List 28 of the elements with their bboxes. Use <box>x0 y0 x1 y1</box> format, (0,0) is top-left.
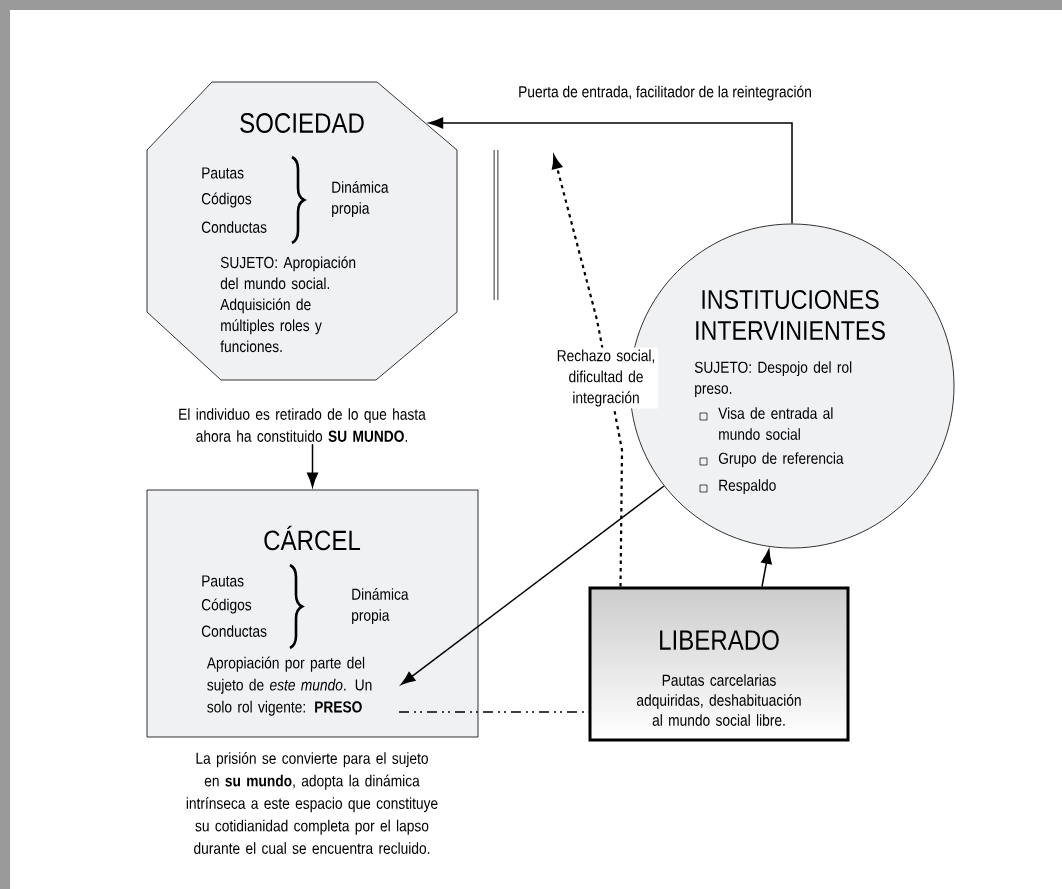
list-item: Grupo de referencia <box>718 452 844 468</box>
body-text: SUJETO: Apropiación del mundo social. Adquisición de múltiples roles y funciones. <box>220 256 356 353</box>
list-item: Respaldo <box>719 479 776 495</box>
node-title: LIBERADO <box>660 630 779 650</box>
list-item: Conductas <box>201 625 267 637</box>
list-item: Pautas <box>202 167 244 179</box>
list-item: Visa de entrada al mundo social <box>718 407 833 440</box>
body-text: Dinámica propia <box>352 587 409 625</box>
body-text: Pautas carcelarias adquiridas, deshabituación al mundo social libre. <box>637 674 801 726</box>
node-title: INSTITUCIONES INTERVINIENTES <box>696 289 885 341</box>
list-item: Pautas <box>202 575 244 587</box>
list-item: Códigos <box>201 598 252 614</box>
description-text: La prisión se convierte para el sujeto en su mundo, adopta la dinámica intrínseca a este espacio que constituye su cotidianidad completa por el lapso durante el cual se encuentra recluido. <box>186 752 438 854</box>
edge-label: Puerta de entrada, facilitador de la reintegración <box>519 85 811 101</box>
arrow <box>551 155 624 587</box>
arrow <box>400 485 665 685</box>
list-item: Códigos <box>201 192 252 208</box>
body-text: Dinámica propia <box>332 180 389 218</box>
arrow <box>428 117 793 225</box>
body-text: SUJETO: Despojo del rol preso. <box>694 361 852 398</box>
body-text: El individuo es retirado de lo que hasta ahora ha constituido SU MUNDO. <box>179 408 426 442</box>
node-title: CÁRCEL <box>264 525 361 551</box>
node-title: SOCIEDAD <box>240 113 364 133</box>
arrow <box>761 549 772 588</box>
body-text: Apropiación por parte del sujeto de este mundo. Un solo rol vigente: PRESO <box>206 656 372 716</box>
list-item: Conductas <box>201 221 267 233</box>
arrow <box>307 443 318 488</box>
edge-label: Rechazo social, dificultad de integración <box>554 347 658 409</box>
